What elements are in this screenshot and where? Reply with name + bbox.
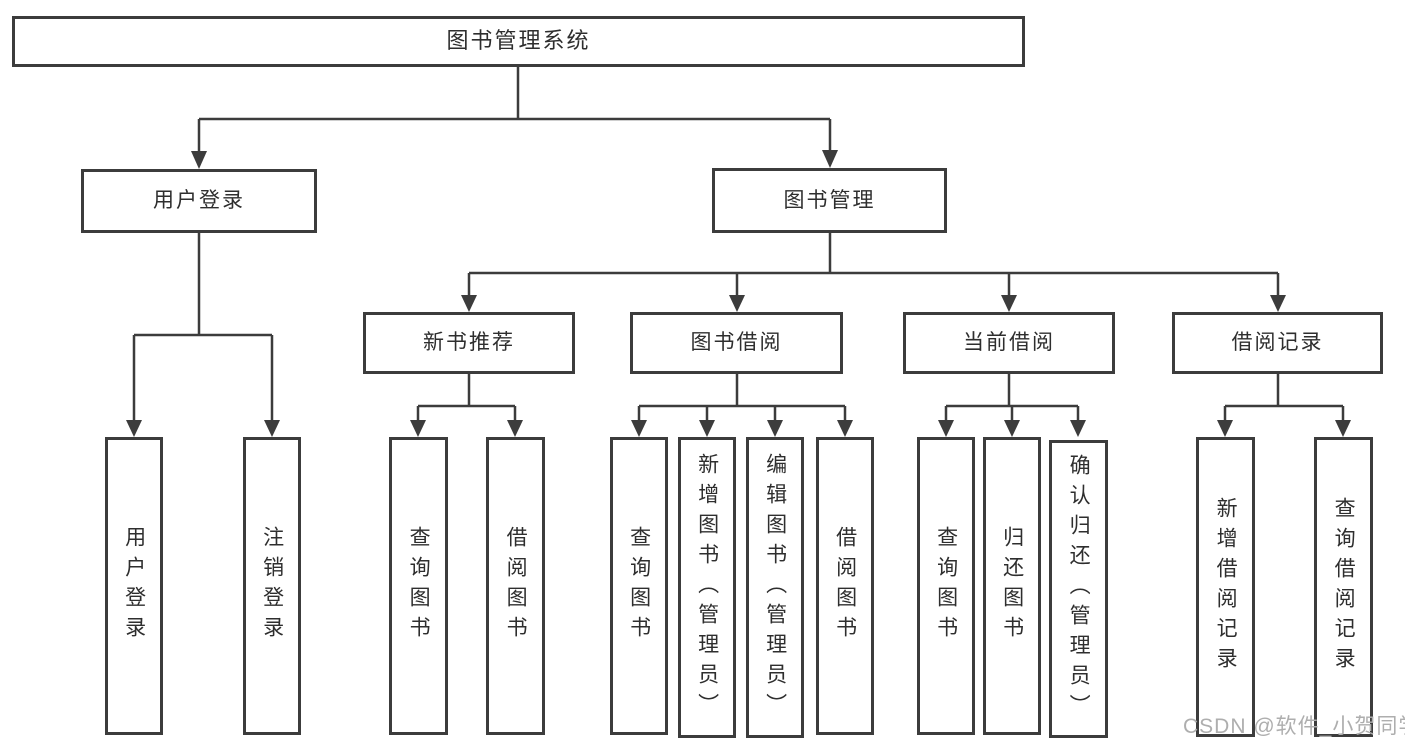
leaf-query-borrow-record: 查询借阅记录: [1314, 437, 1373, 737]
leaf-query-books-borrow: 查询图书: [610, 437, 668, 735]
leaf-return-books: 归还图书: [983, 437, 1041, 735]
leaf-edit-books-admin: 编辑图书（管理员）: [746, 437, 804, 738]
node-user-login: 用户登录: [81, 169, 317, 233]
leaf-query-books-recommend: 查询图书: [389, 437, 448, 735]
csdn-watermark: CSDN @软件_小贺同学: [1183, 715, 1405, 738]
leaf-borrow-books-recommend: 借阅图书: [486, 437, 545, 735]
leaf-borrow-books: 借阅图书: [816, 437, 874, 735]
leaf-add-books-admin: 新增图书（管理员）: [678, 437, 736, 738]
node-library-management-system: 图书管理系统: [12, 16, 1025, 67]
leaf-user-login: 用户登录: [105, 437, 163, 735]
leaf-confirm-return-admin: 确认归还（管理员）: [1049, 440, 1108, 738]
node-book-management: 图书管理: [712, 168, 947, 233]
node-new-book-recommend: 新书推荐: [363, 312, 575, 374]
node-book-borrow: 图书借阅: [630, 312, 843, 374]
leaf-query-books-current: 查询图书: [917, 437, 975, 735]
node-current-borrow: 当前借阅: [903, 312, 1115, 374]
leaf-add-borrow-record: 新增借阅记录: [1196, 437, 1255, 737]
node-borrow-records: 借阅记录: [1172, 312, 1383, 374]
leaf-logout: 注销登录: [243, 437, 301, 735]
